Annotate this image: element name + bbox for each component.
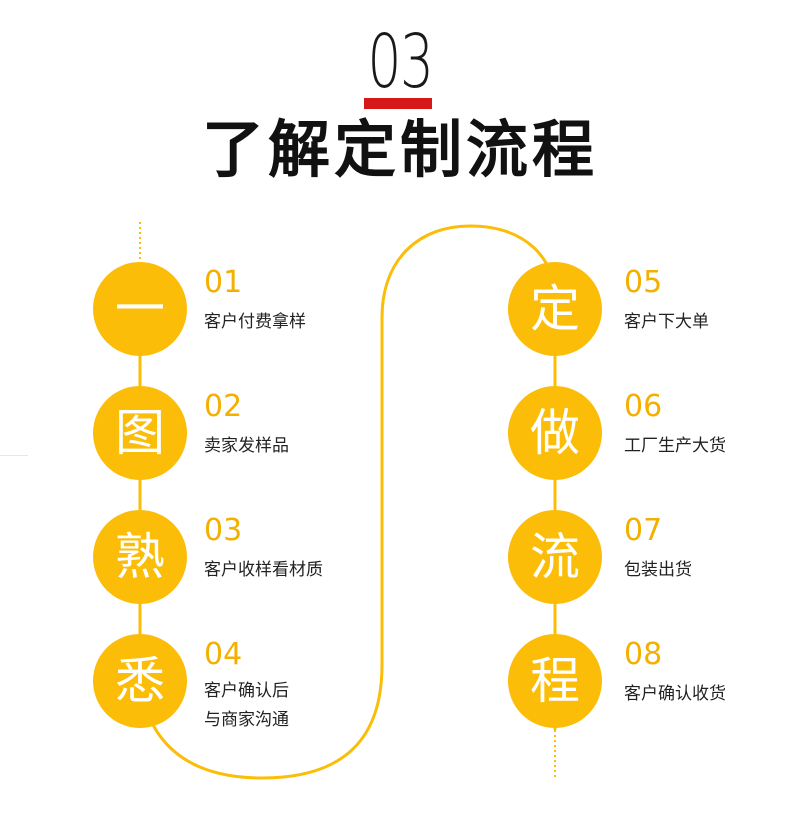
step-desc-08: 客户确认收货: [624, 684, 726, 704]
step-circle-03: 熟: [93, 510, 187, 604]
track-line: [138, 224, 557, 780]
step-circle-02: 图: [93, 386, 187, 480]
step-circle-07: 流: [508, 510, 602, 604]
step-desc-04-line2: 与商家沟通: [204, 710, 289, 730]
step-circle-05: 定: [508, 262, 602, 356]
step-number-04: 04: [204, 637, 243, 672]
step-desc-02: 卖家发样品: [204, 436, 289, 456]
step-number-02: 02: [204, 389, 243, 424]
step-desc-03: 客户收样看材质: [204, 560, 323, 580]
step-number-07: 07: [624, 513, 663, 548]
step-number-01: 01: [204, 265, 243, 300]
step-desc-04-line1: 客户确认后: [204, 681, 289, 701]
step-desc-05: 客户下大单: [624, 312, 709, 332]
step-number-03: 03: [204, 513, 243, 548]
step-circle-08: 程: [508, 634, 602, 728]
section-number: 03: [367, 19, 434, 105]
step-circle-04: 悉: [93, 634, 187, 728]
step-desc-07: 包装出货: [624, 560, 692, 580]
step-desc-06: 工厂生产大货: [624, 436, 726, 456]
step-number-08: 08: [624, 637, 663, 672]
step-desc-01: 客户付费拿样: [204, 312, 306, 332]
step-circle-01: 一: [93, 262, 187, 356]
step-number-05: 05: [624, 265, 663, 300]
red-underline-bar: [364, 98, 432, 109]
divider: [0, 455, 28, 456]
step-circle-06: 做: [508, 386, 602, 480]
page-title: 了解定制流程: [201, 113, 598, 186]
step-number-06: 06: [624, 389, 663, 424]
